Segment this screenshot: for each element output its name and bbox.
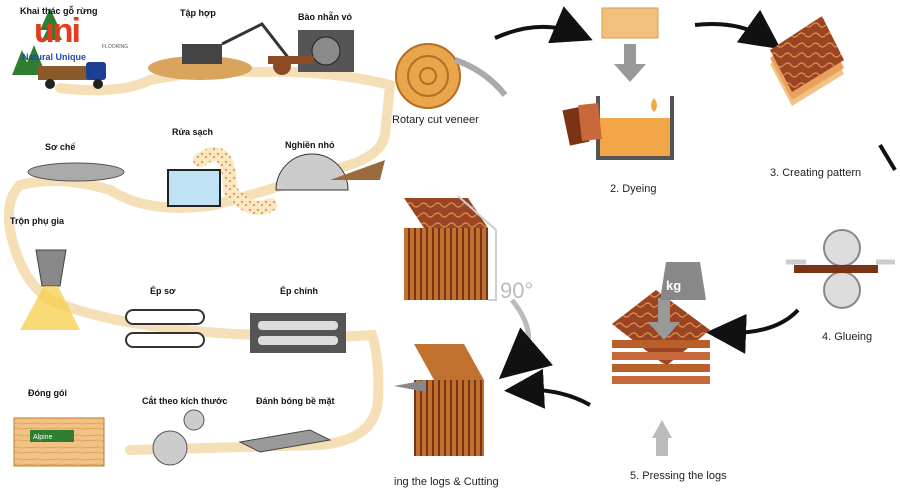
arrow-to-glueing <box>878 143 897 172</box>
uni-logo <box>12 8 62 75</box>
step-rotary-label: Rotary cut veneer <box>392 114 479 126</box>
step-cut-size-label: Cắt theo kích thước <box>142 396 228 406</box>
debarking-machine <box>268 30 354 72</box>
step-additive-label: Trộn phụ gia <box>10 216 64 226</box>
rotation-label: 90° <box>500 278 533 303</box>
step-debark-label: Bào nhẵn vỏ <box>298 12 353 22</box>
saw-blades <box>152 409 205 466</box>
packaging-boxes: Alpine <box>13 417 105 467</box>
step-grind-label: Nghiền nhỏ <box>285 140 335 150</box>
pre-press-belt <box>125 309 205 348</box>
step-dyeing-label: 2. Dyeing <box>610 183 657 195</box>
arrow-to-cutting <box>504 368 591 409</box>
step-mainpress-label: Ép chính <box>280 286 318 296</box>
grinder-machine <box>275 153 385 191</box>
additive-funnel <box>20 249 80 330</box>
pressing-stack <box>612 262 710 456</box>
step-cutting-label: ing the logs & Cutting <box>394 476 499 488</box>
collecting-crane <box>148 22 292 80</box>
step-package-label: Đóng gói <box>28 388 67 398</box>
rotary-log <box>395 43 508 109</box>
arrow-to-dyeing <box>494 6 593 44</box>
logo-side-text: FLOORING <box>102 44 129 50</box>
logo-text: uni <box>34 12 81 50</box>
step-harvest-label: Khai thác gỗ rừng <box>20 6 98 16</box>
processing-disc <box>27 162 125 182</box>
glueing-rollers <box>786 229 895 309</box>
logo-tagline: Natural Unique <box>22 52 87 62</box>
washing-tank <box>167 169 221 207</box>
step-polish-label: Đánh bóng bề mặt <box>256 396 335 406</box>
dyeing-illustration <box>562 7 674 160</box>
pattern-stack <box>770 16 844 106</box>
logging-truck <box>38 62 106 89</box>
arrow-to-pressing <box>706 308 800 354</box>
arrow-to-pattern <box>694 9 782 50</box>
weight-label: kg <box>666 278 681 293</box>
main-press <box>250 313 346 353</box>
step-collect-label: Tập hợp <box>180 8 216 18</box>
step-glueing-label: 4. Glueing <box>822 331 873 343</box>
step-pattern-label: 3. Creating pattern <box>770 167 862 179</box>
glued-log-block <box>404 195 497 301</box>
step-prepress-label: Ép sơ <box>150 286 176 296</box>
package-brand: Alpine <box>33 434 53 441</box>
cut-log-block <box>394 344 484 456</box>
step-wash-label: Rửa sạch <box>172 127 214 137</box>
step-preprocess-label: Sơ chế <box>45 142 76 152</box>
rotation-arrow <box>498 298 554 380</box>
step-pressing-label: 5. Pressing the logs <box>630 470 727 482</box>
polishing-plate <box>238 429 332 453</box>
